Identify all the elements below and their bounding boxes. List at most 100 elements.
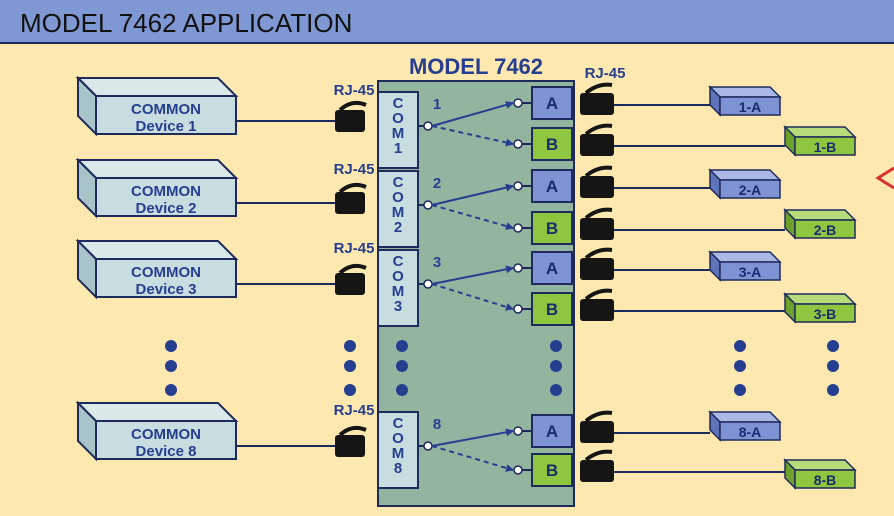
port-b-label: B	[546, 135, 558, 154]
device-box-top	[75, 77, 239, 97]
com-letter: O	[392, 430, 404, 447]
device-name-line1: COMMON	[131, 426, 201, 443]
output-a-label: 3-A	[739, 264, 762, 280]
port-a-box	[531, 169, 573, 203]
partial-arrow-icon	[875, 166, 894, 190]
rj45-clip-right-a	[584, 82, 613, 95]
rj45-clip-left	[338, 182, 367, 194]
output-a-front	[719, 96, 781, 116]
output-a-front	[719, 421, 781, 441]
com-number: 3	[394, 298, 402, 315]
device-name-line1: COMMON	[131, 101, 201, 118]
port-b-box	[531, 292, 573, 326]
output-a-top	[708, 169, 782, 181]
device-box-front	[95, 258, 237, 298]
rj45-plug-right-a	[580, 93, 614, 115]
com-letter: C	[393, 95, 404, 112]
rj45-clip-right-a	[584, 410, 613, 423]
rj45-plug-right-a	[580, 421, 614, 443]
port-b-box	[531, 127, 573, 161]
output-b-label: 1-B	[814, 139, 837, 155]
device-name-line2: Device 3	[136, 281, 197, 298]
switch-number: 8	[433, 416, 441, 433]
output-b-front	[794, 136, 856, 156]
ellipsis-dot	[550, 384, 562, 396]
page-title: MODEL 7462 APPLICATION	[20, 8, 353, 38]
output-b-top	[783, 459, 857, 471]
com-letter: M	[392, 125, 405, 142]
contact-a	[513, 263, 523, 273]
rj45-label-right: RJ-45	[585, 65, 626, 82]
rj45-label-left: RJ-45	[334, 240, 375, 257]
rj45-plug-right-b	[580, 134, 614, 156]
com-letter: O	[392, 189, 404, 206]
ellipsis-dot	[396, 384, 408, 396]
ellipsis-dot	[827, 384, 839, 396]
port-a-label: A	[546, 177, 558, 196]
rj45-clip-right-a	[584, 247, 613, 260]
port-b-box	[531, 211, 573, 245]
com-port-box	[377, 249, 419, 327]
output-b-top	[783, 209, 857, 221]
device-box-front	[95, 95, 237, 135]
contact-a	[513, 426, 523, 436]
device-box-top	[75, 240, 239, 260]
com-letter: M	[392, 283, 405, 300]
output-a-label: 1-A	[739, 99, 762, 115]
device-name-line1: COMMON	[131, 183, 201, 200]
output-a-top	[708, 251, 782, 263]
rj45-clip-left	[338, 425, 367, 437]
rj45-clip-right-b	[584, 288, 613, 301]
output-a-front	[719, 261, 781, 281]
ellipsis-dot	[396, 360, 408, 372]
switch-pivot	[423, 121, 433, 131]
switch-arm-a	[431, 101, 514, 127]
switch-pivot	[423, 200, 433, 210]
output-b-front	[794, 303, 856, 323]
contact-a	[513, 181, 523, 191]
com-letter: C	[393, 415, 404, 432]
rj45-plug-left	[335, 273, 365, 295]
rj45-label-left: RJ-45	[334, 161, 375, 178]
rj45-clip-right-b	[584, 449, 613, 462]
rj45-plug-right-a	[580, 258, 614, 280]
output-a-label: 8-A	[739, 424, 762, 440]
ellipsis-dot	[165, 360, 177, 372]
device-box-top	[75, 402, 239, 422]
ellipsis-dot	[344, 384, 356, 396]
com-number: 1	[394, 140, 402, 157]
switch-arm-a	[431, 265, 514, 285]
output-b-label: 2-B	[814, 222, 837, 238]
contact-b	[513, 139, 523, 149]
ellipsis-dot	[827, 340, 839, 352]
port-b-box	[531, 453, 573, 487]
com-port-box	[377, 170, 419, 248]
rj45-plug-left	[335, 435, 365, 457]
switch-arm-a	[431, 428, 514, 447]
device-box-front	[95, 420, 237, 460]
port-b-label: B	[546, 461, 558, 480]
output-b-top	[783, 293, 857, 305]
rj45-plug-right-a	[580, 176, 614, 198]
output-b-front	[794, 469, 856, 489]
output-b-front	[794, 219, 856, 239]
com-port-box	[377, 91, 419, 169]
rj45-plug-left	[335, 192, 365, 214]
ellipsis-dot	[396, 340, 408, 352]
switch-pivot	[423, 279, 433, 289]
com-letter: C	[393, 253, 404, 270]
switch-arm-b	[431, 125, 514, 147]
device-name-line2: Device 1	[136, 118, 197, 135]
output-a-top	[708, 411, 782, 423]
device-name-line1: COMMON	[131, 264, 201, 281]
ellipsis-dot	[344, 360, 356, 372]
switch-number: 3	[433, 254, 441, 271]
ellipsis-dot	[550, 360, 562, 372]
ellipsis-dot	[165, 384, 177, 396]
title-bar: MODEL 7462 APPLICATION	[0, 0, 894, 44]
port-a-label: A	[546, 94, 558, 113]
ellipsis-dot	[734, 384, 746, 396]
ellipsis-dot	[827, 360, 839, 372]
